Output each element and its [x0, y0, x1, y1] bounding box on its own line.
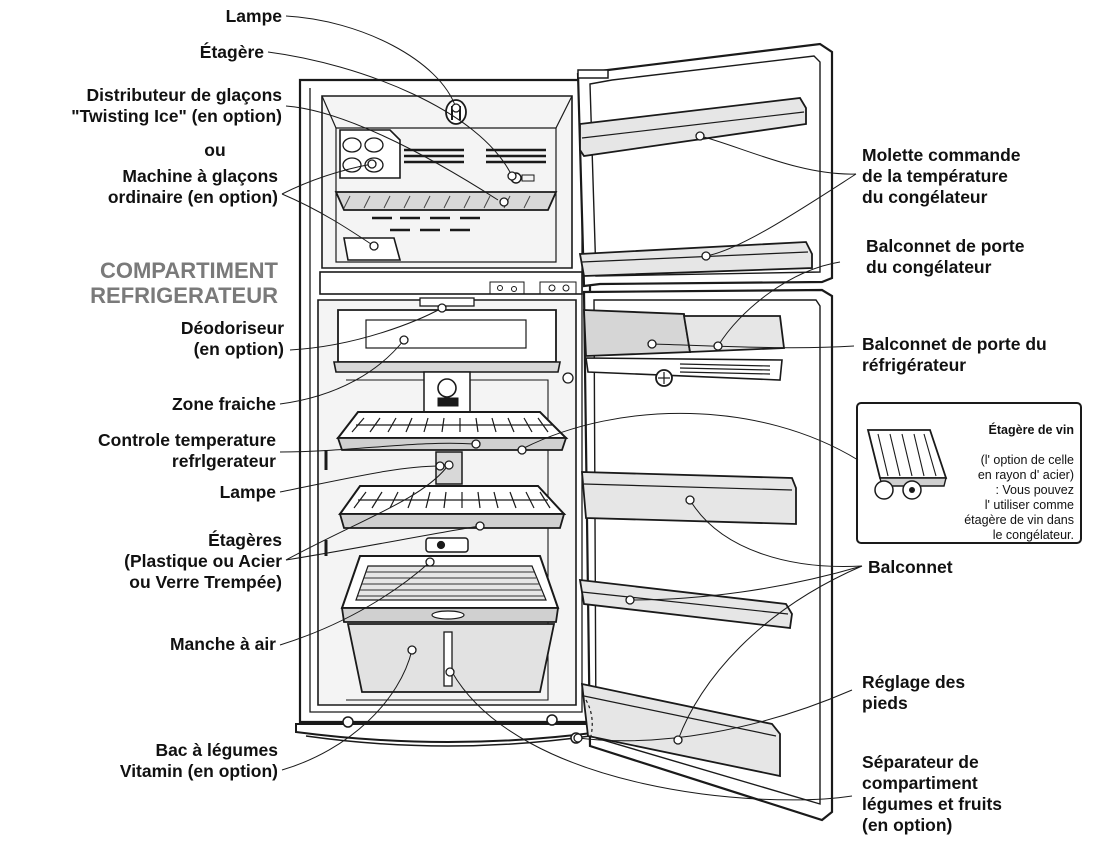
wine-shelf-inset — [856, 402, 1082, 544]
label-zone-fraiche: Zone fraiche — [171, 394, 276, 414]
leader-lines — [267, 15, 863, 801]
label-controle-temperature: Controle temperature refrlgerateur — [98, 430, 276, 471]
label-separateur: Séparateur de compartiment légumes et fr… — [862, 752, 1003, 835]
label-distributeur: Distributeur de glaçons "Twisting Ice" (… — [71, 85, 282, 126]
label-machine: Machine à glaçons ordinaire (en option) — [107, 166, 278, 207]
label-etageres: Étagères (Plastique ou Acier ou Verre Tr… — [124, 530, 282, 592]
freezer-door — [576, 42, 834, 288]
label-ou: ou — [204, 140, 226, 160]
label-bac-a-legumes: Bac à légumes Vitamin (en option) — [119, 740, 278, 781]
label-balconnet: Balconnet — [868, 557, 953, 577]
leader-dots — [367, 103, 723, 745]
fridge-cabinet — [295, 78, 602, 747]
label-reglage-pieds: Réglage des pieds — [862, 672, 966, 713]
label-lampe-top: Lampe — [225, 6, 282, 26]
wine-shelf-description: (l' option de celle en rayon d' acier) :… — [964, 453, 1074, 542]
wine-shelf-note: Étagère de vin (l' option de celle en ra… — [940, 408, 1074, 558]
label-balconnet-refrigerateur: Balconnet de porte du réfrigérateur — [862, 334, 1047, 375]
label-lampe-mid: Lampe — [219, 482, 276, 502]
label-etagere-top: Étagère — [199, 42, 264, 62]
label-deodoriseur: Déodoriseur (en option) — [180, 318, 284, 359]
label-balconnet-congelateur: Balconnet de porte du congélateur — [866, 236, 1025, 277]
label-molette: Molette commande de la température du co… — [862, 145, 1021, 207]
section-label-refrigerateur: COMPARTIMENT REFRIGERATEUR — [90, 258, 278, 308]
wine-shelf-title: Étagère de vin — [988, 423, 1074, 437]
label-manche-a-air: Manche à air — [169, 634, 276, 654]
